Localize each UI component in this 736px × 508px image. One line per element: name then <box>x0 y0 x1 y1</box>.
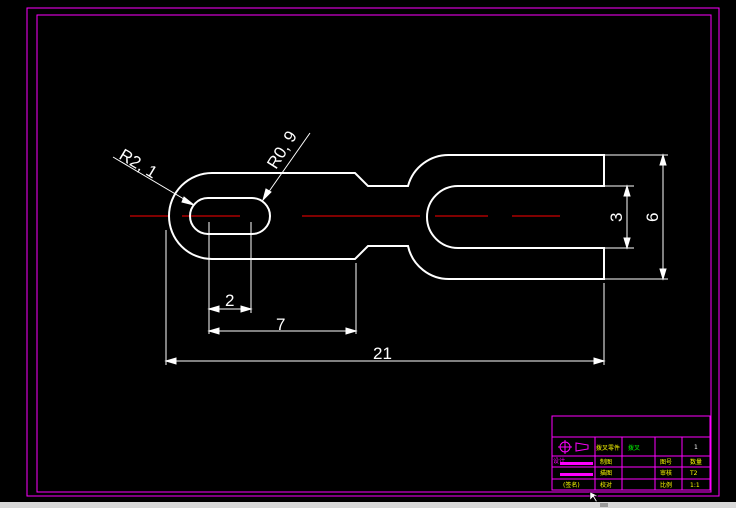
tb-row3-d: T2 <box>689 470 698 477</box>
tb-row3-b: 审核 <box>660 469 672 477</box>
slot-profile <box>189 197 271 235</box>
inner-frame <box>36 14 712 493</box>
tb-row4-d: 1:1 <box>690 482 700 489</box>
tb-side-1: 设计 <box>553 457 565 465</box>
tb-row3-a: 描图 <box>600 469 612 477</box>
cursor-icon <box>589 491 599 503</box>
dimension-neck-offset: 7 <box>276 315 285 334</box>
scrollbar-thumb[interactable] <box>600 503 608 507</box>
tb-row2-a: 制图 <box>600 458 612 466</box>
tb-part: 拨叉 <box>628 444 640 452</box>
tb-side-2: (签名) <box>563 481 580 489</box>
dimension-slot-width: 2 <box>225 291 234 310</box>
radius-slot-label: R0, 9 <box>263 128 301 173</box>
title-block-logo <box>558 440 589 454</box>
outer-frame <box>26 7 720 497</box>
radius-outer-label: R2, 1 <box>116 145 161 182</box>
part-profile <box>168 153 605 281</box>
tb-row4-a: 校对 <box>600 481 612 489</box>
tb-qty: 1 <box>694 444 698 451</box>
title-block: 拨叉零件 拨叉 1 制图 图号 数量 描图 审核 T2 校对 比例 1:1 设计… <box>551 415 711 491</box>
dimension-overall-length: 21 <box>373 344 392 363</box>
dimension-lines <box>112 132 668 365</box>
bottom-scrollbar[interactable] <box>0 502 736 508</box>
tb-row2-c: 数量 <box>690 458 702 466</box>
part-outline <box>168 153 605 281</box>
dimension-fork-gap: 3 <box>607 213 626 222</box>
tb-row4-c: 比例 <box>660 481 672 489</box>
dimension-fork-height: 6 <box>643 213 662 222</box>
tb-row2-b: 图号 <box>660 459 672 466</box>
tb-name: 拨叉零件 <box>596 444 620 452</box>
